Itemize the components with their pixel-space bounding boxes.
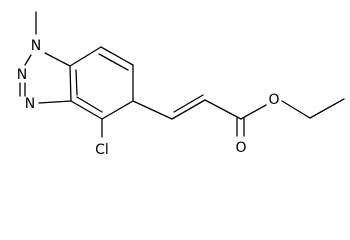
bond-ethyl-terminal <box>309 98 345 119</box>
bond-c4-c3a-double <box>76 96 103 113</box>
bond-vinyl-carbonyl-c <box>204 99 242 120</box>
bond-c6-c6-double <box>98 53 129 71</box>
bond-carbonyl-c-o <box>240 104 267 120</box>
molecule-structure: N N N Cl O O <box>17 11 345 158</box>
bond-n3-c3a <box>38 100 72 104</box>
bond-c5-vinyl <box>132 100 173 120</box>
bond-c4-c3a <box>70 100 103 120</box>
atom-label-n2: N <box>17 67 27 83</box>
bond-o-ethyl <box>281 100 311 119</box>
bond-c3a-c7a <box>69 65 72 102</box>
atom-label-o-ester: O <box>268 92 279 108</box>
bond-c3a-c7a-double <box>75 69 78 96</box>
atom-label-n3: N <box>25 96 35 112</box>
bond-c7a-c7 <box>69 46 102 67</box>
atom-label-cl: Cl <box>95 142 109 158</box>
bond-c7-c6 <box>100 46 134 66</box>
bond-c5-c4 <box>101 100 134 120</box>
bond-c7a-n1 <box>44 52 71 67</box>
bond-vinyl-double <box>171 99 206 120</box>
bond-n1-n2 <box>24 54 32 66</box>
molecule-canvas: N N N Cl O O <box>16 11 345 158</box>
bond-vinyl-double-inner <box>173 94 204 113</box>
atom-label-o-carbonyl: O <box>235 140 246 156</box>
atom-label-n1: N <box>31 38 41 54</box>
